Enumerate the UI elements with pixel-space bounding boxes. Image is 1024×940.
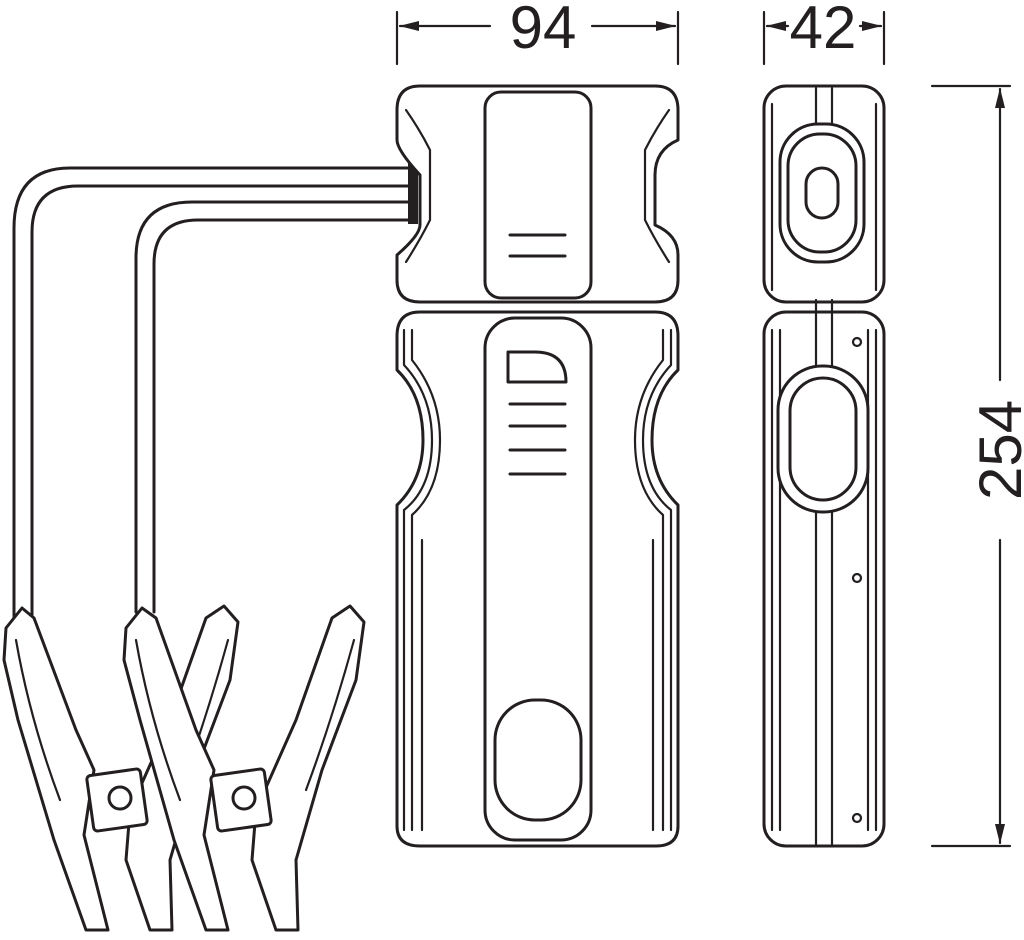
clamp-right bbox=[122, 604, 366, 932]
width-label: 94 bbox=[510, 0, 577, 61]
dimension-depth: 42 bbox=[762, 0, 886, 66]
dimension-height: 254 bbox=[930, 84, 1024, 848]
side-view bbox=[762, 84, 886, 848]
cable-connector-icon bbox=[408, 162, 418, 224]
front-grip-recess bbox=[493, 698, 583, 822]
depth-label: 42 bbox=[790, 0, 857, 61]
front-view bbox=[395, 84, 680, 848]
height-label: 254 bbox=[967, 400, 1024, 500]
flashlight-icon bbox=[506, 350, 568, 384]
power-button-icon bbox=[804, 166, 840, 220]
dimension-width: 94 bbox=[395, 0, 680, 66]
front-top-button-panel bbox=[483, 90, 593, 300]
jumper-cables bbox=[12, 162, 418, 622]
